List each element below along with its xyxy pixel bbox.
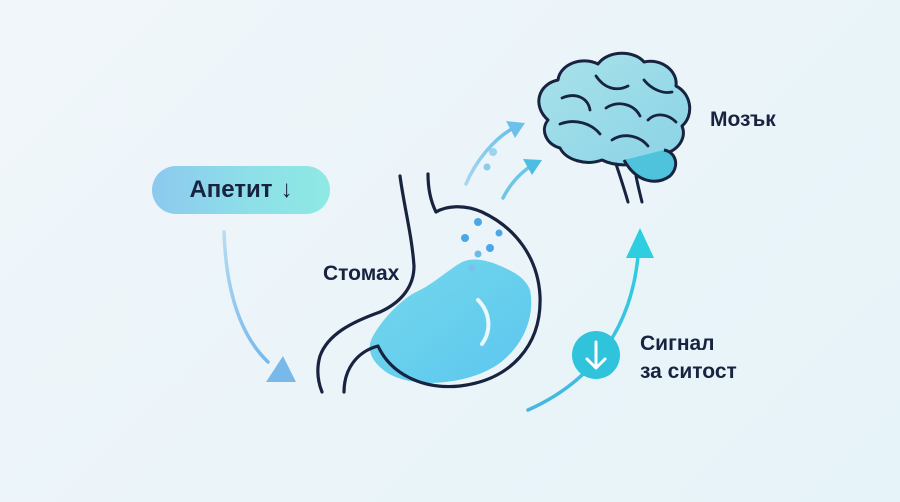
satiety-signal-label-line1: Сигнал [640,332,715,355]
brain-icon [537,51,692,204]
stomach-to-brain-arrows [464,121,542,200]
down-arrow-icon: ↓ [280,176,293,203]
appetite-label: Апетит [189,176,273,203]
satiety-signal-label-line2: за ситост [640,360,737,383]
brain-label: Мозък [710,108,776,131]
appetite-badge: Апетит ↓ [152,166,330,214]
stomach-label: Стомах [323,262,400,285]
signal-to-brain-arrow [526,228,654,412]
stomach-icon [316,172,542,394]
down-arrow-circle-icon [572,331,620,379]
appetite-to-stomach-arrow [222,230,296,382]
